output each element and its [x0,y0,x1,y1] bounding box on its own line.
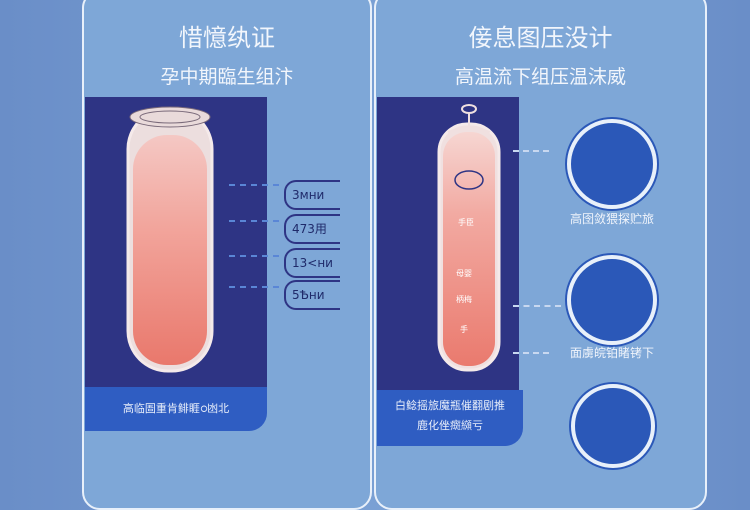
blood-pressure-icon [567,255,657,345]
right-panel: 倿息图压没计 高温流下组压温沫威 手臣 母婴 柄梅 手 高囹敛猥探贮旅 面虜皖铂… [374,0,707,510]
right-subtitle: 高温流下组压温沫威 [454,66,626,88]
dash-line [513,150,549,152]
dash-line [229,286,279,288]
footer-line: 白鲶摇旅魔瓶催翻剧推 [395,399,505,412]
measurement-label: 473用 [284,214,340,244]
measurement-label: 13<ни [284,248,340,278]
icon-caption: 面虜皖铂睹铐下 [569,346,654,360]
fetus-icon [571,384,655,468]
left-panel: 惜憶纨证 孕中期臨生组汴 3мни 473用 13<ни 5Ѣни 高临圄重肯鲱… [82,0,372,510]
right-footer: 白鲶摇旅魔瓶催翻剧推 鹿化侳癍纐亏 [377,390,523,446]
dash-line [513,305,561,307]
dash-line [229,255,279,257]
dash-line [513,352,549,354]
icon-caption: 高囹敛猥探贮旅 [569,212,654,226]
ultrasound-icon [567,119,657,209]
measurement-label: 3мни [284,180,340,210]
left-title: 惜憶纨证 [179,24,275,52]
right-title: 倿息图压没计 [468,24,613,52]
left-subtitle: 孕中期臨生组汴 [160,66,294,88]
test-tube-illustration [437,104,501,372]
tube-label: 母婴 [456,269,472,278]
dash-line [229,220,279,222]
test-tube-illustration [126,106,214,373]
footer-line: 鹿化侳癍纐亏 [417,419,483,432]
tube-label: 手臣 [458,218,474,227]
tube-label: 手 [460,325,468,334]
tube-label: 柄梅 [456,295,472,304]
left-footer: 高临圄重肯鲱睚ഠ凼北 [85,387,267,431]
dash-line [229,184,279,186]
measurement-label: 5Ѣни [284,280,340,310]
